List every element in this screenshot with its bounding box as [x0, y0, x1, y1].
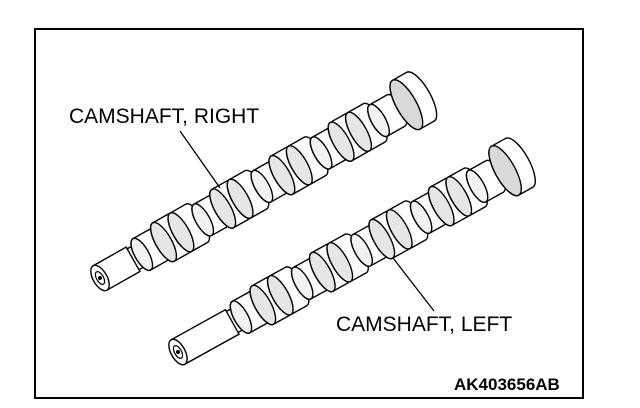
diagram-border [34, 28, 584, 399]
leader-line-left [392, 257, 435, 312]
label-camshaft-right: CAMSHAFT, RIGHT [69, 105, 260, 128]
camshaft-left [168, 132, 543, 366]
leader-line-right [179, 130, 221, 189]
figure-id: AK403656AB [454, 375, 560, 394]
label-camshaft-left: CAMSHAFT, LEFT [336, 313, 513, 336]
camshaft-right [90, 66, 444, 292]
